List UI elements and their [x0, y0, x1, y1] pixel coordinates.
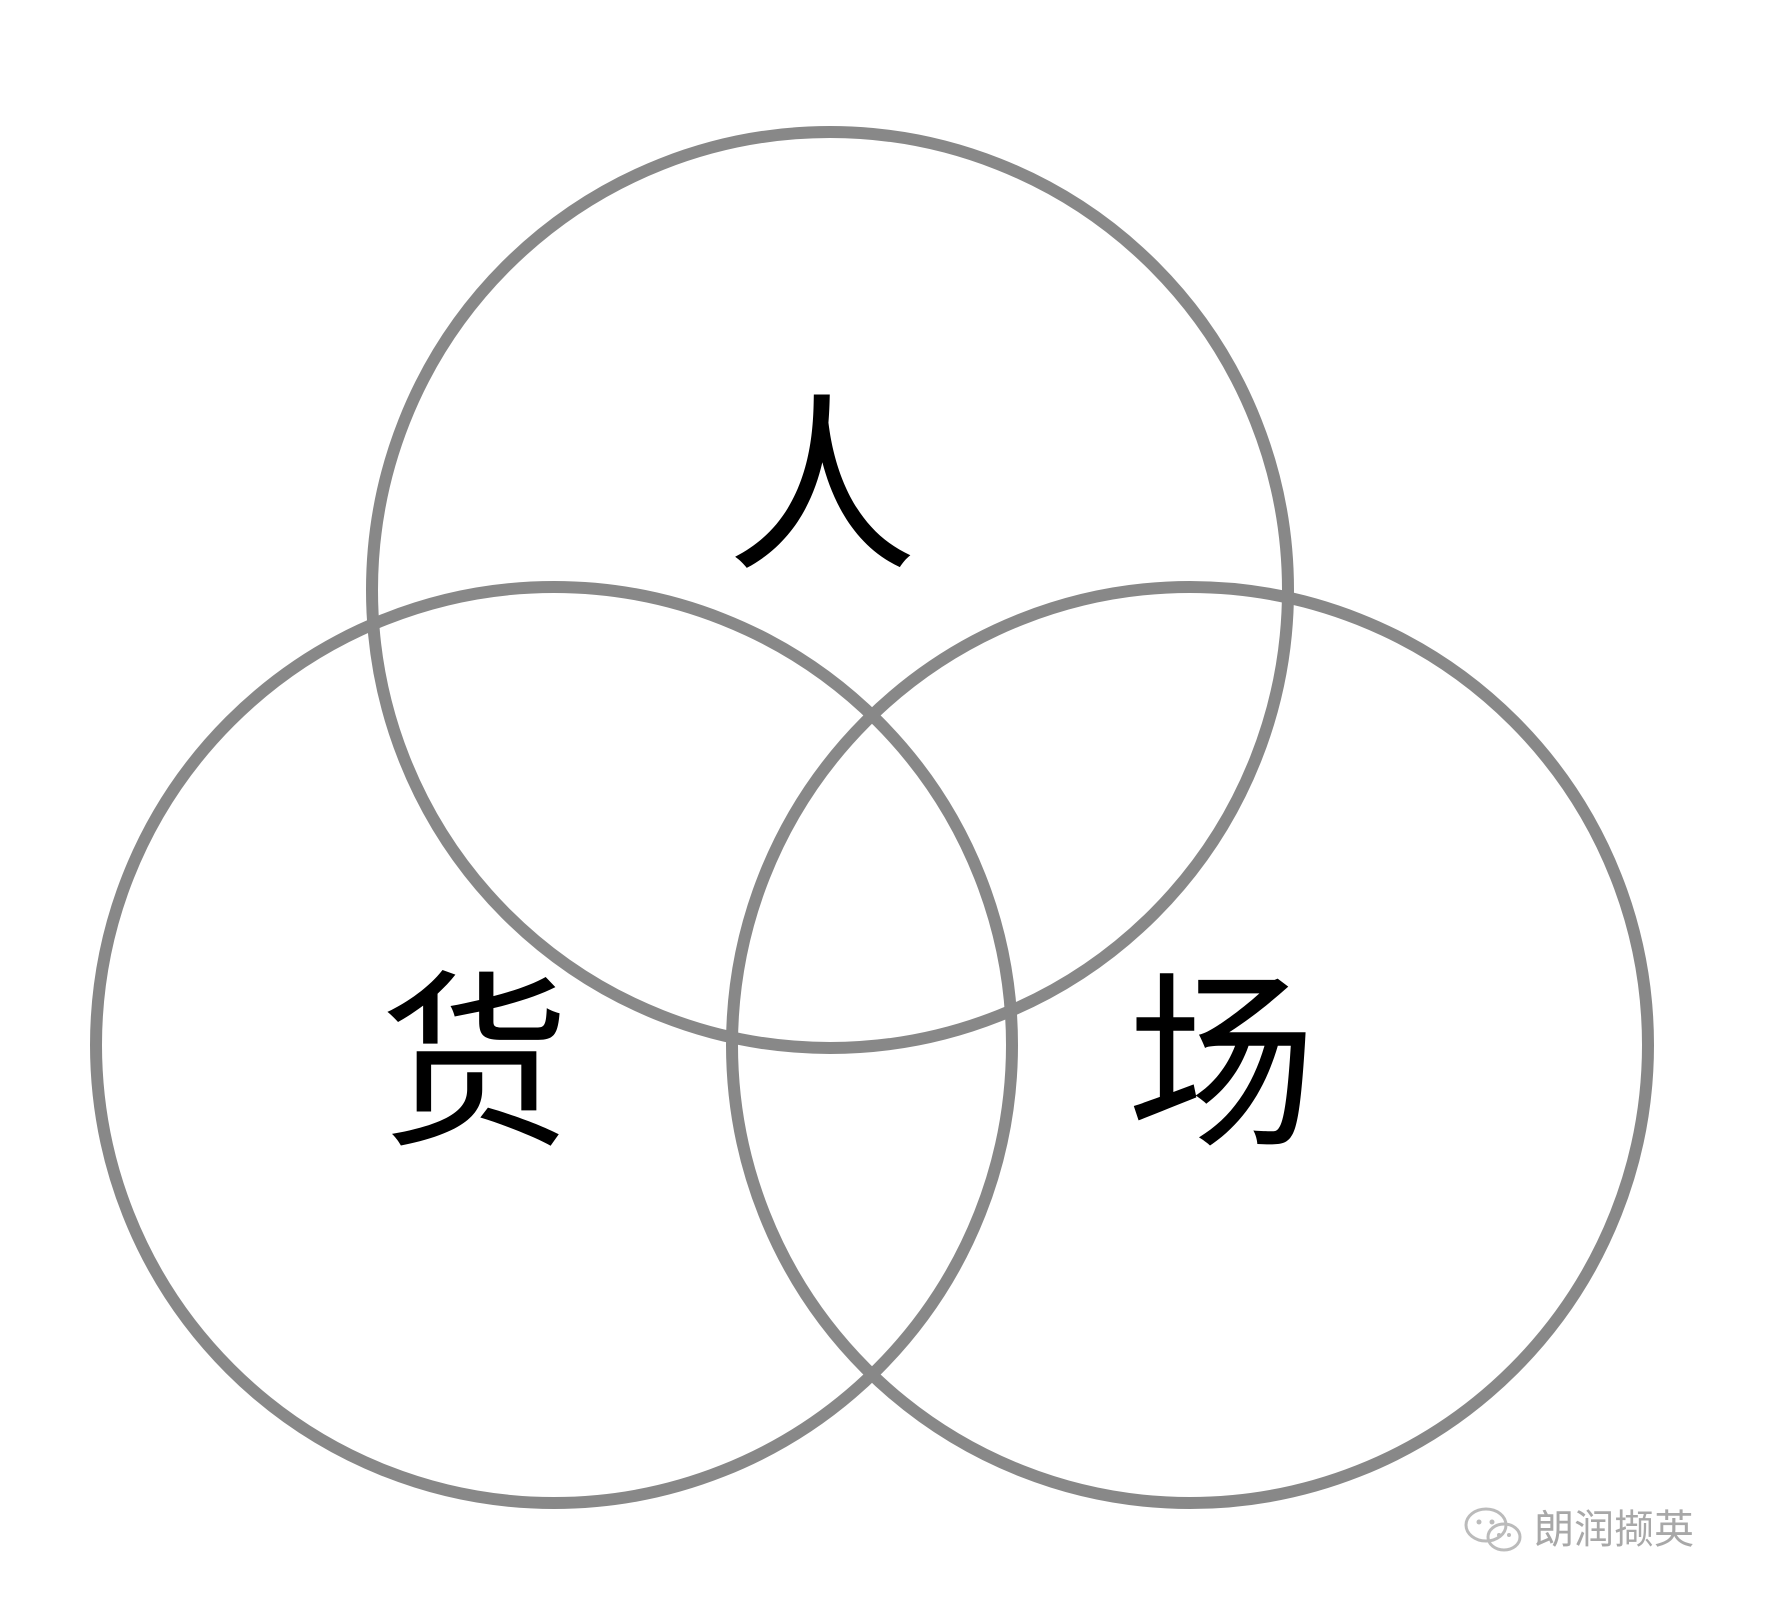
circle-place	[726, 581, 1654, 1509]
circle-people	[366, 126, 1294, 1054]
watermark-text: 朗润撷英	[1534, 1507, 1694, 1553]
label-goods: 货	[380, 955, 570, 1176]
label-people: 人	[727, 378, 917, 599]
watermark: 朗润撷英	[1462, 1502, 1742, 1558]
wechat-icon	[1464, 1507, 1522, 1552]
label-place: 场	[1127, 955, 1317, 1176]
circle-goods	[90, 581, 1018, 1509]
